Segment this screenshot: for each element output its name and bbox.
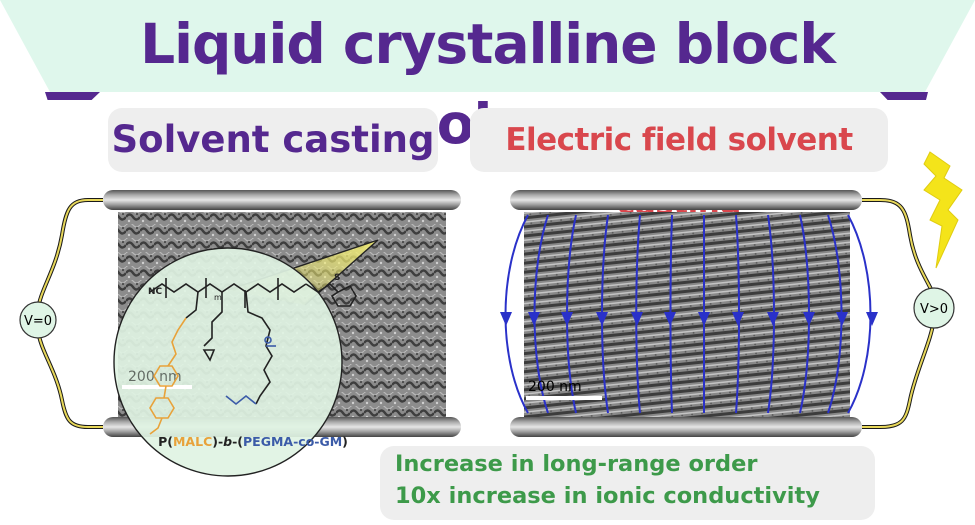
right-top-electrode	[510, 190, 862, 210]
right-wire	[862, 199, 935, 428]
polymer-mid: )-	[212, 434, 224, 449]
polymer-prefix: P(	[158, 434, 173, 449]
right-scale-text: 200 nm	[528, 379, 582, 395]
pegma-sidechain	[225, 336, 276, 406]
title-banner	[0, 0, 975, 100]
field-arrowheads	[500, 312, 878, 326]
polymer-b: b	[223, 434, 233, 449]
right-bottom-electrode	[510, 417, 862, 437]
right-tem-image	[524, 212, 850, 417]
solvent-casting-label: Solvent casting	[108, 108, 438, 172]
result-long-range-order: Increase in long-range order	[395, 451, 758, 477]
s-atom: S	[334, 273, 340, 283]
left-voltage-text: V=0	[24, 314, 52, 329]
polymer-block3: GM	[319, 434, 343, 449]
results-box	[380, 446, 875, 520]
magnifier-circle	[113, 247, 343, 477]
nc-end-group: NC	[148, 287, 163, 297]
polymer-structure	[149, 278, 357, 405]
result-ionic-conductivity: 10x increase in ionic conductivity	[395, 483, 820, 509]
left-scale-bar	[122, 385, 192, 389]
malc-mesogen	[149, 317, 187, 435]
left-voltage-indicator	[19, 301, 57, 339]
lightning-icon	[923, 151, 963, 269]
right-voltage-text: V>0	[920, 302, 948, 317]
left-ribbon-fold	[45, 92, 100, 100]
left-panel: V=0 200 nm	[19, 190, 461, 477]
polymer-co: -co-	[293, 434, 320, 449]
right-panel: V>0	[500, 151, 963, 437]
right-voltage-indicator	[913, 287, 955, 329]
polymer-block2: PEGMA	[243, 434, 294, 449]
right-ribbon-fold	[880, 92, 928, 100]
polymer-mid2: -(	[232, 434, 244, 449]
left-top-electrode	[103, 190, 461, 210]
m-subscript: m	[214, 293, 222, 302]
polymer-name: P(MALC)-b-(PEGMA-co-GM)	[142, 434, 364, 449]
right-scale-bar	[526, 396, 602, 400]
polymer-block1: MALC	[172, 434, 213, 449]
left-wire	[37, 199, 103, 428]
polymer-suffix: )	[342, 434, 348, 449]
